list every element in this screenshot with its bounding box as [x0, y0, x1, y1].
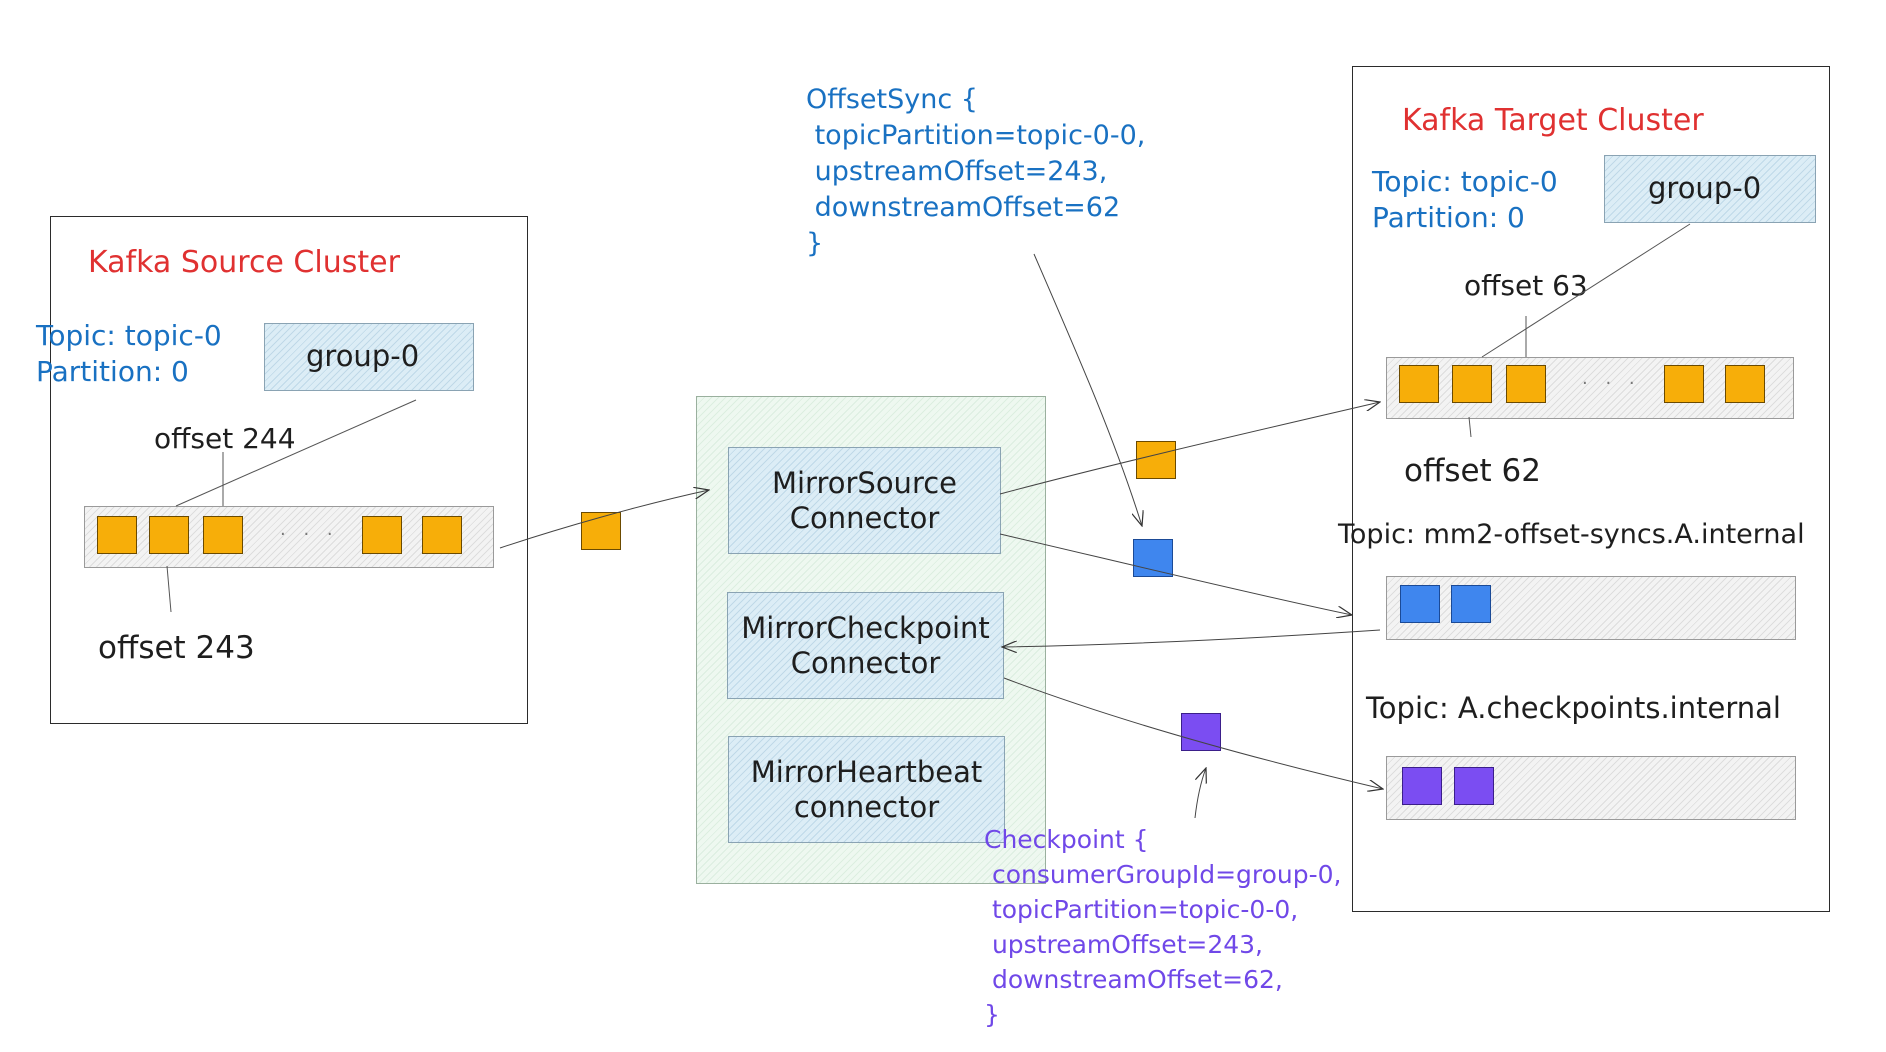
mirror-heartbeat-connector: MirrorHeartbeat connector: [728, 736, 1005, 843]
source-record: [97, 516, 137, 554]
source-log-ellipsis: · · ·: [280, 524, 339, 545]
target-log-ellipsis: · · ·: [1582, 373, 1641, 394]
source-record: [422, 516, 462, 554]
offset-syncs-to-checkpoint-connector-arrow: [1002, 629, 1381, 647]
source-cluster-title: Kafka Source Cluster: [88, 245, 400, 280]
source-cluster-box: [50, 216, 528, 724]
target-record: [1399, 365, 1439, 403]
source-offset-244-label: offset 244: [154, 422, 296, 455]
mirror-source-connector: MirrorSource Connector: [728, 447, 1001, 554]
source-to-connect-arrow: [499, 490, 709, 549]
checkpoints-topic-label: Topic: A.checkpoints.internal: [1366, 691, 1781, 725]
source-connector-to-target-arrow: [999, 402, 1380, 495]
target-consumer-group-label: group-0: [1648, 171, 1762, 205]
source-partition-label: Partition: 0: [36, 355, 189, 388]
target-record: [1506, 365, 1546, 403]
checkpoint-note: Checkpoint { consumerGroupId=group-0, to…: [984, 825, 1342, 1029]
source-offset-243-label: offset 243: [98, 630, 255, 666]
offset-sync-topic-record: [1400, 585, 1440, 623]
offset-syncs-topic-label: Topic: mm2-offset-syncs.A.internal: [1338, 519, 1805, 550]
target-offset-62-pointer: [1468, 416, 1472, 438]
source-consumer-group-label: group-0: [306, 339, 420, 373]
offset-sync-note-pointer-arrow: [1033, 253, 1142, 526]
checkpoint-topic-record: [1402, 767, 1442, 805]
source-topic-label: Topic: topic-0: [36, 319, 222, 352]
source-offset-243-pointer: [166, 565, 172, 613]
checkpoint-topic-record: [1454, 767, 1494, 805]
target-record: [1452, 365, 1492, 403]
source-connector-to-offset-syncs-arrow: [999, 533, 1352, 615]
replicated-record: [1136, 441, 1176, 479]
target-cluster-title: Kafka Target Cluster: [1402, 103, 1704, 138]
source-group-pointer: [175, 399, 417, 507]
offset-sync-record: [1133, 539, 1173, 577]
checkpoint-record: [1181, 713, 1221, 751]
checkpoint-connector-to-checkpoints-arrow: [1003, 677, 1383, 789]
target-record: [1664, 365, 1704, 403]
target-offset-63-label: offset 63: [1464, 269, 1588, 302]
mirror-checkpoint-connector: MirrorCheckpoint Connector: [727, 592, 1004, 699]
source-record: [149, 516, 189, 554]
target-topic-label: Topic: topic-0: [1372, 165, 1558, 198]
offset-sync-note: OffsetSync { topicPartition=topic-0-0, u…: [806, 84, 1146, 259]
source-consumer-group-box: [264, 323, 474, 391]
source-record: [362, 516, 402, 554]
target-partition-label: Partition: 0: [1372, 201, 1525, 234]
target-consumer-group-box: [1604, 155, 1816, 223]
offset-sync-topic-record: [1451, 585, 1491, 623]
target-offset-62-label: offset 62: [1404, 453, 1542, 489]
source-record: [203, 516, 243, 554]
in-flight-record: [581, 512, 621, 550]
checkpoint-note-pointer-arrow: [1194, 768, 1206, 819]
target-group-pointer: [1481, 223, 1691, 358]
target-record: [1725, 365, 1765, 403]
